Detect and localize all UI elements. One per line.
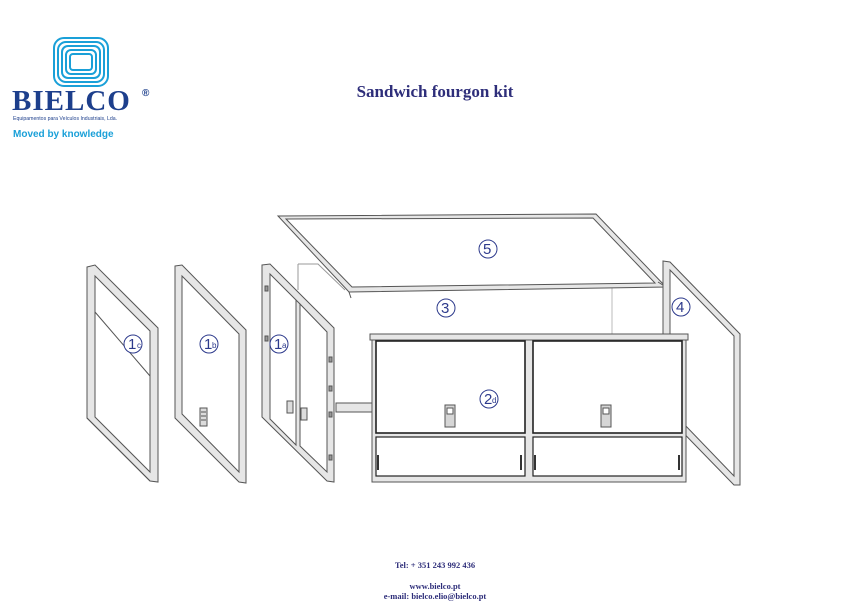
label-1b: 1 b	[199, 334, 219, 354]
label-1c: 1 c	[123, 334, 143, 354]
footer-tel: Tel: + 351 243 992 436	[394, 560, 476, 570]
svg-text:4: 4	[676, 299, 684, 316]
svg-text:5: 5	[483, 241, 491, 258]
svg-text:b: b	[212, 341, 217, 350]
registered-mark: ®	[142, 88, 150, 99]
label-5: 5	[478, 239, 498, 259]
panel-1b	[174, 264, 247, 484]
side-hatches-2d	[369, 333, 689, 483]
svg-text:a: a	[282, 341, 287, 350]
logo-mark-icon	[53, 37, 109, 87]
roof-5	[276, 213, 668, 299]
front-wall-1c	[86, 264, 159, 483]
svg-text:1: 1	[204, 336, 212, 353]
footer-website[interactable]: www.bielco.pt	[409, 581, 461, 591]
svg-text:c: c	[137, 341, 141, 350]
brand-tagline: Moved by knowledge	[13, 129, 114, 140]
svg-text:d: d	[492, 396, 496, 405]
svg-text:1: 1	[274, 336, 282, 353]
brand-name: BIELCO	[12, 85, 131, 117]
svg-text:2: 2	[484, 391, 492, 408]
svg-text:1: 1	[128, 336, 136, 353]
label-3: 3	[436, 298, 456, 318]
label-2d: 2 d	[479, 389, 499, 409]
svg-text:3: 3	[441, 300, 449, 317]
footer-email[interactable]: e-mail: bielco.elio@bielco.pt	[383, 591, 487, 601]
label-1a: 1 a	[269, 334, 289, 354]
door-panel-1a	[261, 263, 335, 483]
page-title: Sandwich fourgon kit	[356, 82, 514, 101]
bielco-logo: BIELCO ® Equipamentos para Veículos Indu…	[12, 36, 172, 146]
label-4: 4	[671, 297, 691, 317]
brand-subtitle: Equipamentos para Veículos Industriais, …	[13, 116, 118, 122]
